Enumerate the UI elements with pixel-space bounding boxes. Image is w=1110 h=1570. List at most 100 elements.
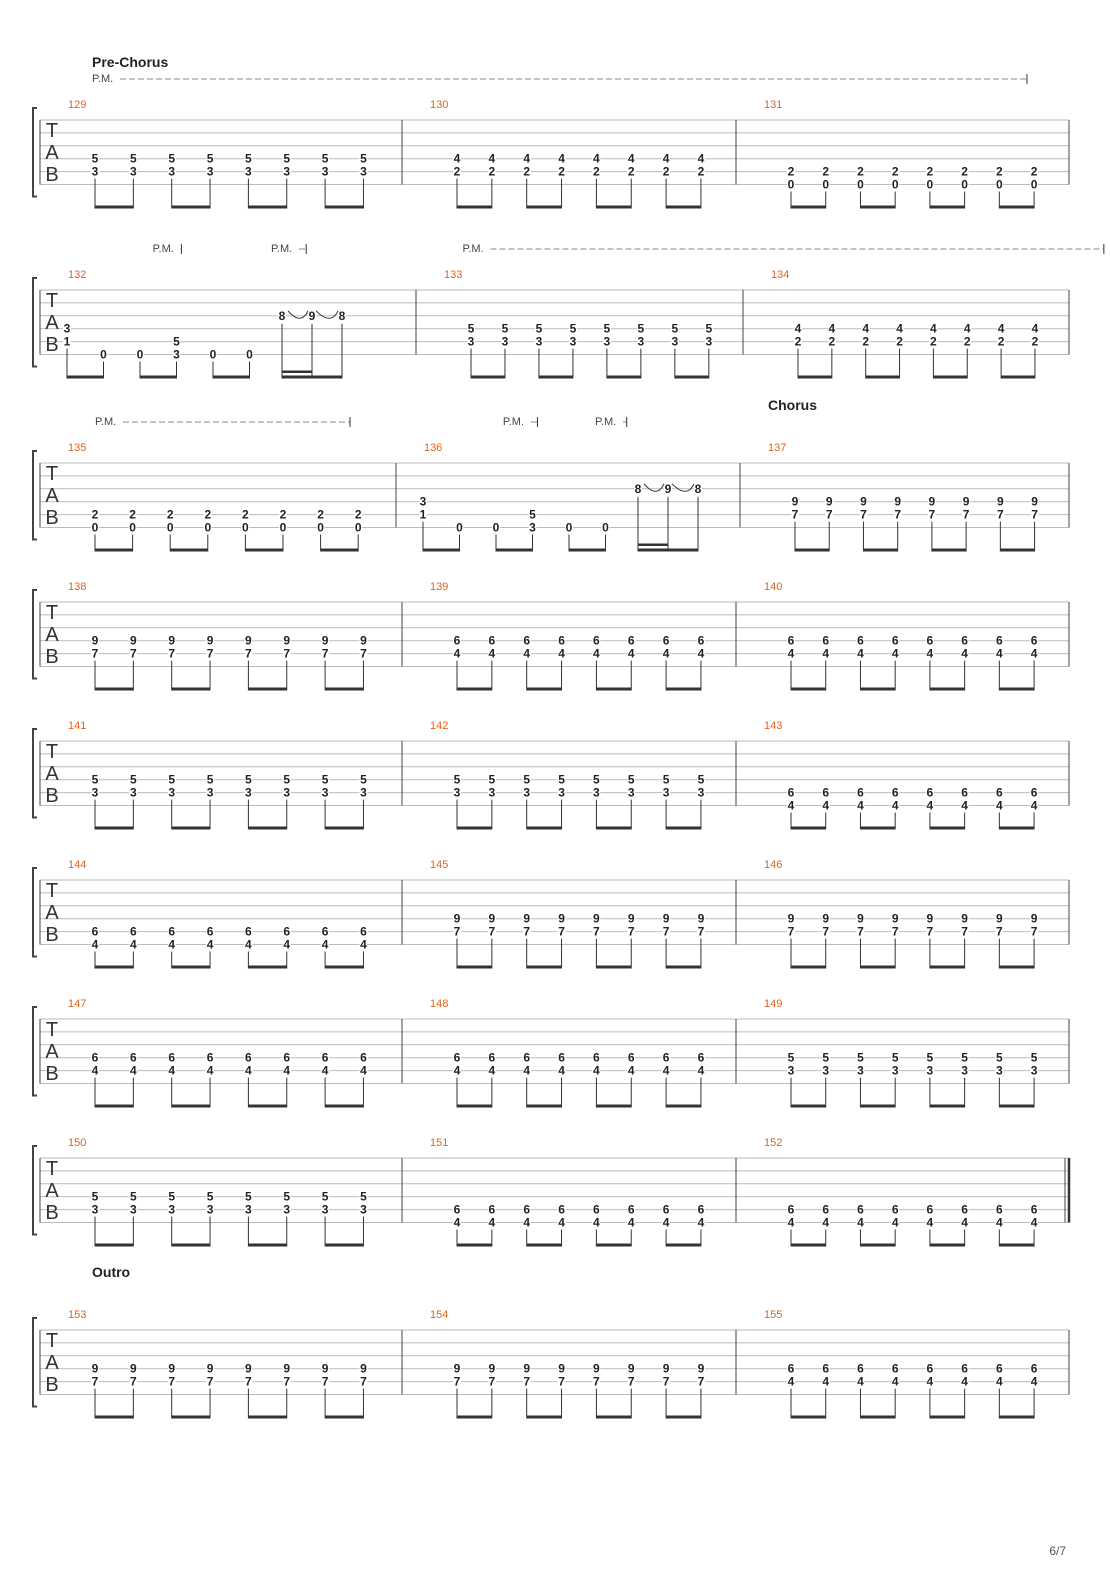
- beam: [245, 548, 283, 552]
- beam: [596, 826, 632, 830]
- fret-number: 6: [857, 786, 864, 800]
- measure-number: 155: [764, 1309, 782, 1321]
- beam: [929, 1104, 965, 1108]
- fret-number: 4: [663, 1064, 670, 1078]
- fret-number: 7: [698, 925, 705, 939]
- fret-number: 8: [279, 309, 286, 323]
- beam: [457, 826, 492, 830]
- fret-number: 6: [322, 925, 329, 939]
- tab-clef-letter: A: [45, 902, 59, 924]
- tab-clef-letter: T: [46, 120, 58, 142]
- fret-number: 4: [996, 1216, 1003, 1230]
- fret-number: 2: [862, 335, 869, 349]
- fret-number: 0: [857, 178, 864, 192]
- fret-number: 5: [360, 1190, 367, 1204]
- tab-clef-letter: T: [46, 741, 58, 763]
- tab-clef-letter: B: [45, 164, 58, 186]
- beam: [95, 1243, 134, 1247]
- fret-number: 9: [628, 912, 635, 926]
- fret-number: 7: [130, 1375, 137, 1389]
- fret-number: 4: [930, 322, 937, 336]
- fret-number: 9: [245, 634, 252, 648]
- fret-number: 4: [698, 152, 705, 166]
- beam: [929, 205, 965, 209]
- beam: [638, 548, 698, 552]
- fret-number: 6: [489, 634, 496, 648]
- fret-number: 6: [822, 634, 829, 648]
- fret-number: 4: [788, 799, 795, 813]
- fret-number: 0: [892, 178, 899, 192]
- measure-number: 141: [68, 720, 86, 732]
- beam: [860, 965, 896, 969]
- fret-number: 9: [168, 1362, 175, 1376]
- measure-number: 145: [430, 859, 448, 871]
- fret-number: 4: [829, 322, 836, 336]
- fret-number: 2: [788, 165, 795, 179]
- fret-number: 5: [283, 152, 290, 166]
- fret-number: 7: [523, 1375, 530, 1389]
- beam: [526, 1104, 562, 1108]
- fret-number: 5: [489, 773, 496, 787]
- beam: [526, 826, 562, 830]
- fret-number: 0: [246, 348, 253, 362]
- fret-number: 9: [792, 495, 799, 509]
- beam: [457, 1243, 492, 1247]
- fret-number: 4: [92, 1064, 99, 1078]
- beam: [596, 965, 632, 969]
- beam: [791, 1104, 826, 1108]
- fret-number: 4: [168, 1064, 175, 1078]
- fret-number: 9: [628, 1362, 635, 1376]
- fret-number: 2: [523, 165, 530, 179]
- fret-number: 3: [857, 1064, 864, 1078]
- fret-number: 0: [280, 521, 287, 535]
- fret-number: 7: [826, 508, 833, 522]
- fret-number: 3: [168, 1203, 175, 1217]
- fret-number: 9: [489, 1362, 496, 1376]
- fret-number: 5: [207, 1190, 214, 1204]
- beam: [791, 687, 826, 691]
- fret-number: 4: [857, 1375, 864, 1389]
- beam: [282, 375, 342, 379]
- fret-number: 6: [168, 1051, 175, 1065]
- fret-number: 0: [1031, 178, 1038, 192]
- fret-number: 5: [360, 152, 367, 166]
- fret-number: 9: [207, 1362, 214, 1376]
- fret-number: 4: [523, 1216, 530, 1230]
- fret-number: 3: [996, 1064, 1003, 1078]
- beam: [999, 826, 1035, 830]
- beam: [171, 965, 211, 969]
- beam: [999, 1104, 1035, 1108]
- beam: [791, 1243, 826, 1247]
- fret-number: 4: [857, 799, 864, 813]
- beam: [999, 965, 1035, 969]
- fret-number: 9: [1031, 912, 1038, 926]
- measure-number: 153: [68, 1309, 86, 1321]
- fret-number: 5: [130, 152, 137, 166]
- fret-number: 3: [130, 1203, 137, 1217]
- tab-clef-letter: A: [45, 312, 59, 334]
- fret-number: 7: [283, 647, 290, 661]
- beam: [457, 1104, 492, 1108]
- slur: [287, 310, 309, 319]
- fret-number: 6: [663, 1203, 670, 1217]
- fret-number: 7: [322, 1375, 329, 1389]
- measure-number: 132: [68, 269, 86, 281]
- fret-number: 4: [996, 1375, 1003, 1389]
- fret-number: 6: [454, 1051, 461, 1065]
- fret-number: 5: [130, 1190, 137, 1204]
- fret-number: 6: [360, 925, 367, 939]
- fret-number: 7: [1031, 925, 1038, 939]
- fret-number: 2: [930, 335, 937, 349]
- fret-number: 0: [317, 521, 324, 535]
- beam: [791, 205, 826, 209]
- fret-number: 7: [927, 925, 934, 939]
- fret-number: 6: [558, 1203, 565, 1217]
- beam: [929, 1415, 965, 1419]
- tab-clef-letter: T: [46, 1019, 58, 1041]
- beam: [526, 205, 562, 209]
- fret-number: 7: [360, 647, 367, 661]
- fret-number: 2: [857, 165, 864, 179]
- fret-number: 9: [245, 1362, 252, 1376]
- fret-number: 3: [788, 1064, 795, 1078]
- fret-number: 9: [92, 634, 99, 648]
